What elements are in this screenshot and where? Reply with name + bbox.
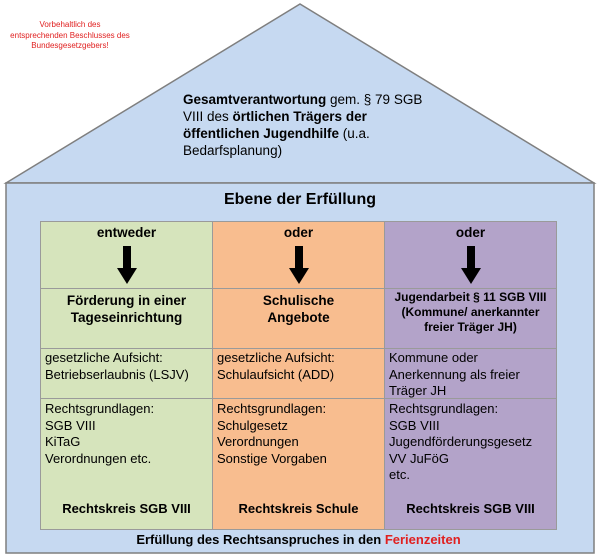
footer-text: Erfüllung des Rechtsanspruches in den	[136, 532, 385, 547]
legal-basis-label: Rechtsgrundlagen:	[217, 401, 327, 416]
separator	[385, 398, 556, 399]
roof-text-bold-2: örtlichen Trägers der öffentlichen Jugen…	[183, 109, 367, 141]
legal-basis: Rechtsgrundlagen: SGB VIII KiTaG Verordn…	[45, 401, 210, 467]
legal-basis-label: Rechtsgrundlagen:	[389, 401, 499, 416]
down-arrow-icon	[288, 246, 309, 284]
legal-item: Verordnungen	[217, 434, 299, 449]
roof-text-4: (u.a. Bedarfsplanung)	[183, 126, 370, 158]
level-title: Ebene der Erfüllung	[223, 191, 376, 208]
legal-item: Sonstige Vorgaben	[217, 450, 327, 466]
legal-circle-label: Rechtskreis Schule	[238, 501, 359, 516]
column-header: entweder	[96, 225, 157, 240]
separator	[213, 348, 384, 349]
column-header: oder	[283, 225, 314, 240]
legal-item: KiTaG	[45, 434, 81, 449]
roof-text-bold-1: Gesamtverantwortung	[183, 92, 327, 107]
separator	[41, 288, 212, 289]
legal-circle-label: Rechtskreis SGB VIII	[62, 501, 191, 516]
column-title: Förderung in einer Tageseinrichtung	[66, 293, 187, 325]
separator	[41, 398, 212, 399]
column-youth-work: oder Jugendarbeit § 11 SGB VIII (Kommune…	[385, 221, 557, 530]
column-header: oder	[455, 225, 486, 240]
column-school: oder Schulische Angebote gesetzliche Auf…	[213, 221, 385, 530]
footer-caption: Erfüllung des Rechtsanspruches in den Fe…	[40, 532, 557, 547]
footer-highlight: Ferienzeiten	[384, 532, 461, 547]
separator	[213, 398, 384, 399]
separator	[213, 288, 384, 289]
legal-item: Verordnungen etc.	[45, 450, 152, 466]
legal-item: Jugendförderungsgesetz	[389, 434, 533, 449]
separator	[385, 288, 556, 289]
overall-responsibility-text: Gesamtverantwortung gem. § 79 SGB VIII d…	[183, 91, 423, 159]
legal-basis: Rechtsgrundlagen: Schulgesetz Verordnung…	[217, 401, 382, 467]
column-title: Schulische Angebote	[262, 293, 335, 325]
roof-text-2: gem. § 79 SGB VIII des	[183, 92, 423, 124]
supervision-text: gesetzliche Aufsicht: Betriebserlaubnis …	[45, 350, 189, 382]
column-title: Jugendarbeit § 11 SGB VIII (Kommune/ ane…	[394, 290, 547, 334]
legal-item: SGB VIII	[389, 417, 440, 433]
legal-item: VV JuFöG	[389, 450, 449, 466]
separator	[385, 348, 556, 349]
legal-basis-label: Rechtsgrundlagen:	[45, 401, 155, 416]
down-arrow-icon	[116, 246, 137, 284]
legal-circle-label: Rechtskreis SGB VIII	[406, 501, 535, 516]
separator	[41, 348, 212, 349]
column-daycare: entweder Förderung in einer Tageseinrich…	[40, 221, 213, 530]
supervision-text: gesetzliche Aufsicht: Schulaufsicht (ADD…	[217, 350, 335, 382]
down-arrow-icon	[460, 246, 481, 284]
legal-item: SGB VIII	[45, 417, 96, 433]
legal-item: Schulgesetz	[217, 417, 288, 433]
legal-basis: Rechtsgrundlagen: SGB VIII Jugendförderu…	[389, 401, 554, 484]
legal-item: etc.	[389, 467, 410, 482]
supervision-text: Kommune oder Anerkennung als freier Träg…	[389, 350, 520, 398]
disclaimer-note: Vorbehaltlich des entsprechenden Beschlu…	[10, 20, 130, 50]
